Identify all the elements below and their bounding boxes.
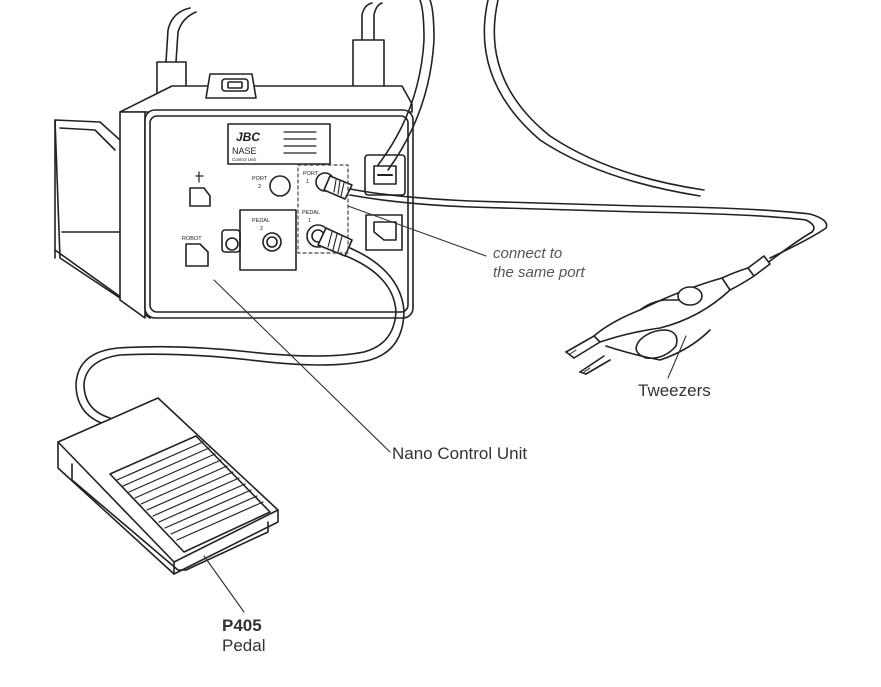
model-name: NASE xyxy=(232,146,257,156)
port-1-number: 1 xyxy=(306,179,309,185)
control-unit-body xyxy=(119,73,414,319)
same-port-highlight-box xyxy=(297,164,349,254)
port-2-connector xyxy=(269,175,291,197)
leader-lines xyxy=(203,205,687,613)
pedal-1-number: 1 xyxy=(308,218,311,224)
connect-leader-line xyxy=(347,205,487,257)
usb-socket-icon xyxy=(189,171,211,207)
pedal-2-connector xyxy=(262,232,282,252)
port-2-label: PORT xyxy=(252,176,268,182)
pedal-1-label: PEDAL xyxy=(302,210,320,216)
port-1-label: PORT xyxy=(303,171,319,177)
control-unit-callout: Nano Control Unit xyxy=(392,444,528,463)
port-1-connector xyxy=(315,172,353,200)
tweezers-callout: Tweezers xyxy=(638,381,711,400)
tweezers-leader-line xyxy=(667,335,687,379)
foot-pedal-illustration xyxy=(57,397,279,575)
pedal-2-number: 2 xyxy=(260,226,263,232)
pedal-name-label: Pedal xyxy=(222,636,266,655)
model-subtitle: Control Unit xyxy=(232,157,257,162)
port-2-number: 2 xyxy=(258,184,261,190)
robot-label: ROBOT xyxy=(182,236,202,242)
brand-logo-text: JBC xyxy=(236,130,260,144)
connect-callout-line-1: connect to xyxy=(493,245,563,262)
connect-callout: connect to the same port xyxy=(493,244,585,282)
robot-socket-icon xyxy=(185,243,209,267)
pedal-callout: P405 Pedal xyxy=(222,616,265,656)
pedal-1-connector xyxy=(306,224,353,257)
tweezers-cable xyxy=(349,0,828,265)
pedal-model-label: P405 xyxy=(222,616,262,635)
tweezers-illustration xyxy=(565,255,771,375)
pedal-cable xyxy=(75,247,405,425)
control-unit-leader-line xyxy=(213,279,391,453)
pedal-leader-line xyxy=(203,555,245,613)
pedal-2-label: PEDAL xyxy=(252,218,270,224)
connect-callout-line-2: the same port xyxy=(493,264,585,281)
panel-text: JBC NASE Control Unit PORT 2 PORT 1 PEDA… xyxy=(182,130,320,242)
